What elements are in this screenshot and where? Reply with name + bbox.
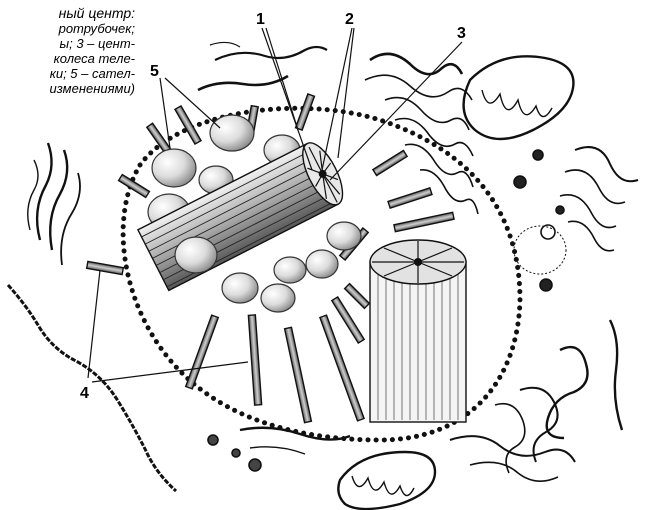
label-1: 1 [256,11,265,28]
centriole-longitudinal [370,240,466,422]
label-4: 4 [80,385,89,402]
label-2: 2 [345,11,354,28]
label-3: 3 [457,25,466,42]
label-5: 5 [150,63,159,80]
